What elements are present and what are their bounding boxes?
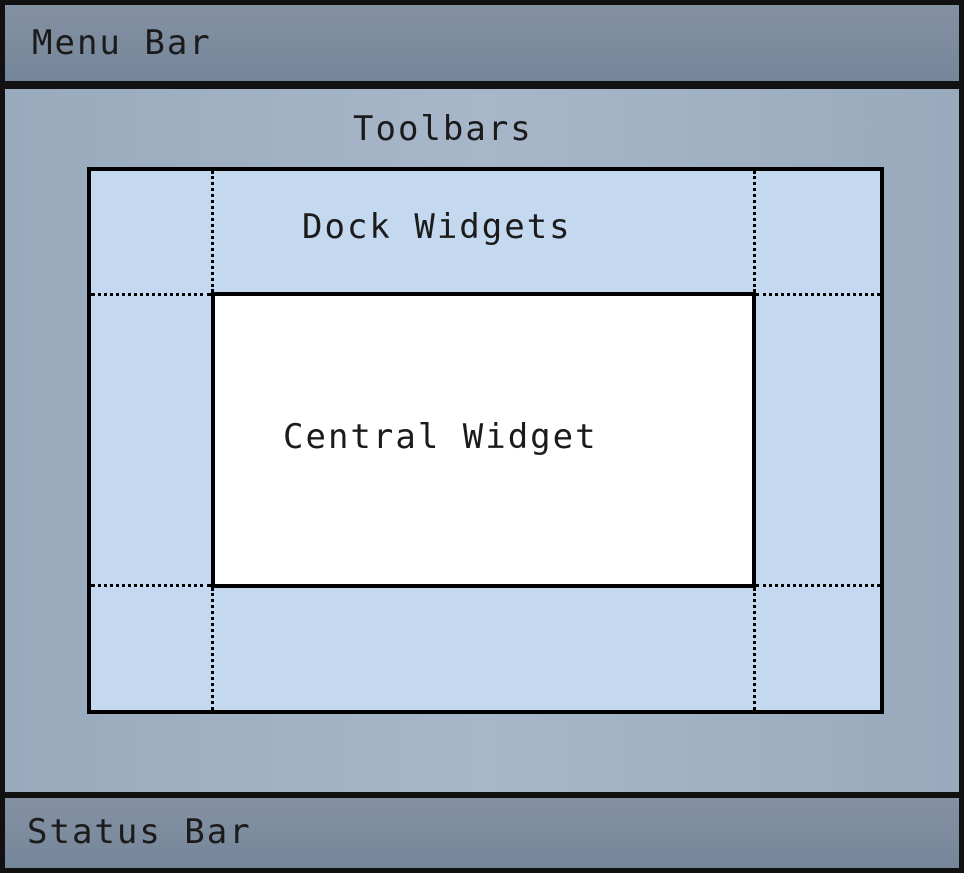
central-widget-label: Central Widget: [283, 417, 598, 457]
menu-bar-region: Menu Bar: [5, 5, 959, 81]
menu-bar-label: Menu Bar: [32, 23, 212, 63]
toolbars-label: Toolbars: [353, 109, 533, 149]
dock-divider-top-left: [211, 171, 214, 292]
dock-divider-bottom-left: [211, 588, 214, 710]
dock-divider-right-bottom: [756, 584, 880, 587]
dock-divider-left-bottom: [91, 584, 211, 587]
dock-divider-bottom-right: [753, 588, 756, 710]
dock-divider-top-right: [753, 171, 756, 292]
dock-divider-left-top: [91, 293, 211, 296]
status-bar-label: Status Bar: [27, 812, 252, 852]
dock-divider-right-top: [756, 293, 880, 296]
central-widget-region: Central Widget: [211, 292, 756, 588]
status-bar-region: Status Bar: [5, 798, 959, 868]
dock-widgets-label: Dock Widgets: [302, 207, 572, 247]
